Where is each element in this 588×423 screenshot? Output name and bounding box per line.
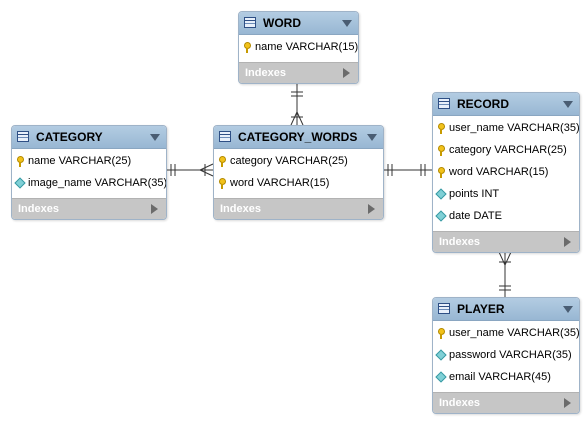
indexes-label: Indexes	[18, 203, 59, 215]
expand-arrow-icon[interactable]	[564, 398, 571, 408]
column-list: category VARCHAR(25) word VARCHAR(15)	[214, 149, 383, 198]
indexes-section[interactable]: Indexes	[433, 392, 579, 413]
column-label: image_name VARCHAR(35)	[28, 177, 167, 189]
table-title: PLAYER	[457, 302, 505, 316]
indexes-label: Indexes	[245, 67, 286, 79]
column-label: name VARCHAR(25)	[28, 155, 132, 167]
column-label: word VARCHAR(15)	[230, 177, 330, 189]
indexes-label: Indexes	[439, 397, 480, 409]
column-label: user_name VARCHAR(35)	[449, 122, 580, 134]
many-marker	[498, 251, 512, 267]
table-header[interactable]: PLAYER	[433, 298, 579, 321]
column-label: category VARCHAR(25)	[449, 144, 567, 156]
attribute-icon	[435, 349, 447, 361]
many-marker	[198, 163, 214, 177]
table-title: WORD	[263, 16, 301, 30]
column-label: category VARCHAR(25)	[230, 155, 348, 167]
table-title: CATEGORY_WORDS	[238, 130, 358, 144]
primary-key-icon	[438, 145, 445, 156]
column-row[interactable]: user_name VARCHAR(35)	[433, 118, 579, 140]
column-row[interactable]: category VARCHAR(25)	[214, 151, 383, 173]
table-header[interactable]: CATEGORY_WORDS	[214, 126, 383, 149]
indexes-section[interactable]: Indexes	[214, 198, 383, 219]
primary-key-icon	[219, 156, 226, 167]
column-label: user_name VARCHAR(35)	[449, 327, 580, 339]
column-row[interactable]: word VARCHAR(15)	[214, 173, 383, 195]
indexes-label: Indexes	[439, 236, 480, 248]
table-icon	[438, 98, 450, 109]
column-row[interactable]: password VARCHAR(35)	[433, 345, 579, 367]
column-label: word VARCHAR(15)	[449, 166, 549, 178]
column-label: email VARCHAR(45)	[449, 371, 551, 383]
attribute-icon	[14, 177, 26, 189]
column-label: date DATE	[449, 210, 502, 222]
column-list: user_name VARCHAR(35) category VARCHAR(2…	[433, 116, 579, 231]
primary-key-icon	[219, 178, 226, 189]
column-label: password VARCHAR(35)	[449, 349, 572, 361]
collapse-arrow-icon[interactable]	[563, 306, 573, 313]
expand-arrow-icon[interactable]	[368, 204, 375, 214]
column-label: points INT	[449, 188, 500, 200]
column-list: name VARCHAR(15)	[239, 35, 358, 62]
column-list: name VARCHAR(25) image_name VARCHAR(35)	[12, 149, 166, 198]
table-icon	[219, 131, 231, 142]
table-category-words[interactable]: CATEGORY_WORDS category VARCHAR(25) word…	[213, 125, 384, 220]
collapse-arrow-icon[interactable]	[367, 134, 377, 141]
table-category[interactable]: CATEGORY name VARCHAR(25) image_name VAR…	[11, 125, 167, 220]
collapse-arrow-icon[interactable]	[150, 134, 160, 141]
table-icon	[438, 303, 450, 314]
column-row[interactable]: name VARCHAR(25)	[12, 151, 166, 173]
expand-arrow-icon[interactable]	[343, 68, 350, 78]
primary-key-icon	[438, 167, 445, 178]
expand-arrow-icon[interactable]	[564, 237, 571, 247]
indexes-section[interactable]: Indexes	[433, 231, 579, 252]
column-row[interactable]: image_name VARCHAR(35)	[12, 173, 166, 195]
primary-key-icon	[438, 123, 445, 134]
table-header[interactable]: RECORD	[433, 93, 579, 116]
table-player[interactable]: PLAYER user_name VARCHAR(35) password VA…	[432, 297, 580, 414]
primary-key-icon	[438, 328, 445, 339]
column-row[interactable]: category VARCHAR(25)	[433, 140, 579, 162]
collapse-arrow-icon[interactable]	[342, 20, 352, 27]
table-header[interactable]: WORD	[239, 12, 358, 35]
collapse-arrow-icon[interactable]	[563, 101, 573, 108]
column-row[interactable]: word VARCHAR(15)	[433, 162, 579, 184]
table-record[interactable]: RECORD user_name VARCHAR(35) category VA…	[432, 92, 580, 253]
indexes-label: Indexes	[220, 203, 261, 215]
indexes-section[interactable]: Indexes	[12, 198, 166, 219]
primary-key-icon	[17, 156, 24, 167]
column-row[interactable]: user_name VARCHAR(35)	[433, 323, 579, 345]
column-row[interactable]: email VARCHAR(45)	[433, 367, 579, 389]
column-row[interactable]: date DATE	[433, 206, 579, 228]
table-word[interactable]: WORD name VARCHAR(15) Indexes	[238, 11, 359, 84]
column-list: user_name VARCHAR(35) password VARCHAR(3…	[433, 321, 579, 392]
attribute-icon	[435, 210, 447, 222]
table-title: CATEGORY	[36, 130, 103, 144]
attribute-icon	[435, 371, 447, 383]
table-icon	[17, 131, 29, 142]
table-title: RECORD	[457, 97, 510, 111]
many-marker	[290, 110, 304, 126]
attribute-icon	[435, 188, 447, 200]
expand-arrow-icon[interactable]	[151, 204, 158, 214]
indexes-section[interactable]: Indexes	[239, 62, 358, 83]
column-label: name VARCHAR(15)	[255, 41, 359, 53]
column-row[interactable]: name VARCHAR(15)	[239, 37, 358, 59]
table-icon	[244, 17, 256, 28]
column-row[interactable]: points INT	[433, 184, 579, 206]
table-header[interactable]: CATEGORY	[12, 126, 166, 149]
primary-key-icon	[244, 42, 251, 53]
